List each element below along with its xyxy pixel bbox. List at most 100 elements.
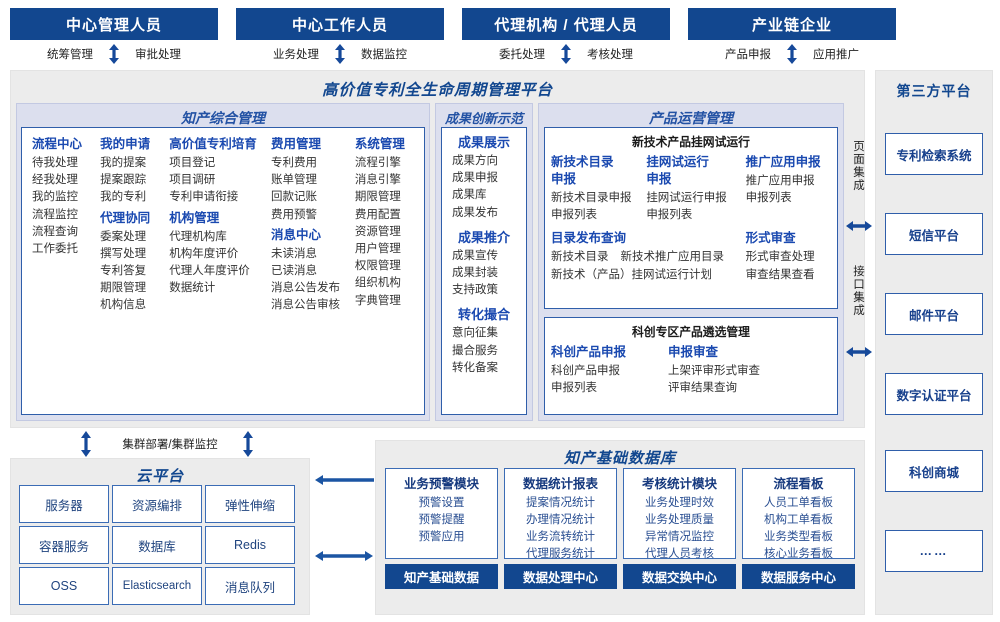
- col-item[interactable]: 科创产品申报: [551, 365, 620, 377]
- third-party-item-3[interactable]: 邮件平台: [885, 293, 983, 335]
- col-item[interactable]: 回款记账: [270, 191, 317, 204]
- col-item[interactable]: 消息公告审核: [270, 299, 340, 312]
- db-module-item[interactable]: 异常情况监控: [645, 531, 714, 543]
- col-item[interactable]: 字典管理: [354, 294, 401, 307]
- col-item[interactable]: 我的监控: [32, 191, 78, 204]
- cloud-cell[interactable]: Redis: [205, 526, 295, 564]
- cloud-cell[interactable]: 弹性伸缩: [205, 485, 295, 523]
- col-item[interactable]: 成果发布: [452, 206, 498, 219]
- col-item[interactable]: 用户管理: [354, 243, 401, 256]
- col-item[interactable]: 委案处理: [100, 230, 147, 243]
- col-item[interactable]: 专利答复: [100, 265, 147, 278]
- col-item[interactable]: 撮合服务: [452, 344, 498, 357]
- third-party-item-5[interactable]: 科创商城: [885, 450, 983, 492]
- role-box-1[interactable]: 中心管理人员: [10, 8, 218, 40]
- cloud-cell[interactable]: Elasticsearch: [112, 567, 202, 605]
- col-item[interactable]: 经我处理: [32, 174, 78, 187]
- col-item[interactable]: 数据统计: [169, 282, 216, 295]
- db-bar-3[interactable]: 数据交换中心: [623, 564, 736, 589]
- col-item[interactable]: 费用预警: [270, 208, 317, 221]
- role-box-3[interactable]: 代理机构 / 代理人员: [462, 8, 670, 40]
- col-item[interactable]: 流程监控: [32, 208, 78, 221]
- col-item[interactable]: 期限管理: [354, 191, 401, 204]
- col-item[interactable]: 提案跟踪: [100, 174, 147, 187]
- col-item[interactable]: 消息公告发布: [270, 282, 340, 295]
- db-module-item[interactable]: 预警应用: [418, 531, 465, 543]
- col-item[interactable]: 项目调研: [169, 174, 216, 187]
- col-item[interactable]: 成果宣传: [452, 249, 498, 262]
- third-party-item-6[interactable]: ……: [885, 530, 983, 572]
- col-item[interactable]: 成果方向: [452, 155, 498, 167]
- col-item[interactable]: 权限管理: [354, 260, 401, 273]
- col-item[interactable]: 推广应用申报: [745, 175, 815, 187]
- col-item[interactable]: 机构信息: [100, 299, 147, 312]
- db-bar-1[interactable]: 知产基础数据: [385, 564, 498, 589]
- cloud-cell[interactable]: 消息队列: [205, 567, 295, 605]
- col-item[interactable]: 待我处理: [32, 157, 78, 169]
- db-module-item[interactable]: 核心业务看板: [764, 548, 833, 560]
- db-module-item[interactable]: 预警提醒: [418, 514, 465, 526]
- col-item[interactable]: 新技术推广应用目录: [620, 251, 725, 264]
- cloud-cell[interactable]: 资源编排: [112, 485, 202, 523]
- db-module-item[interactable]: 业务处理质量: [645, 514, 714, 526]
- col-item[interactable]: 账单管理: [270, 174, 317, 187]
- col-item[interactable]: 成果申报: [452, 172, 498, 185]
- db-module-item[interactable]: 代理人员考核: [645, 548, 714, 560]
- col-item[interactable]: 流程查询: [32, 225, 78, 238]
- col-item[interactable]: 代理人年度评价: [169, 265, 250, 278]
- col-item[interactable]: 期限管理: [100, 282, 147, 295]
- col-item[interactable]: 意向征集: [452, 327, 498, 340]
- col-item[interactable]: 挂网试运行申报: [646, 192, 727, 204]
- col-item[interactable]: 审查结果查看: [745, 268, 815, 281]
- col-item[interactable]: 我的专利: [100, 191, 147, 204]
- cloud-cell[interactable]: 数据库: [112, 526, 202, 564]
- col-item[interactable]: 形式审查处理: [745, 251, 815, 264]
- col-item[interactable]: 消息引擎: [354, 174, 401, 187]
- col-item[interactable]: 我的提案: [100, 157, 147, 169]
- col-item[interactable]: 成果库: [452, 189, 487, 202]
- col-item[interactable]: 资源管理: [354, 225, 401, 238]
- col-item[interactable]: 已读消息: [270, 265, 317, 278]
- third-party-item-1[interactable]: 专利检索系统: [885, 133, 983, 175]
- col-item[interactable]: 成果封装: [452, 267, 498, 280]
- col-item[interactable]: 申报列表: [551, 382, 597, 395]
- col-item[interactable]: 组织机构: [354, 277, 401, 290]
- col-item[interactable]: 未读消息: [270, 247, 317, 260]
- col-item[interactable]: 项目登记: [169, 157, 216, 169]
- col-item[interactable]: 支持政策: [452, 284, 498, 297]
- role-box-2[interactable]: 中心工作人员: [236, 8, 444, 40]
- third-party-item-4[interactable]: 数字认证平台: [885, 373, 983, 415]
- col-item[interactable]: 机构年度评价: [169, 247, 239, 260]
- db-module-item[interactable]: 代理服务统计: [526, 548, 595, 560]
- db-module-item[interactable]: 机构工单看板: [764, 514, 833, 526]
- db-module-item[interactable]: 业务类型看板: [764, 531, 833, 543]
- col-item[interactable]: 评审结果查询: [668, 382, 737, 395]
- col-item[interactable]: 申报列表: [646, 209, 693, 222]
- cloud-cell[interactable]: 服务器: [19, 485, 109, 523]
- col-item[interactable]: 新技术目录: [551, 251, 609, 264]
- col-item[interactable]: 专利费用: [270, 157, 317, 169]
- db-module-item[interactable]: 业务处理时效: [645, 497, 714, 509]
- col-item[interactable]: 新技术（产品）挂网试运行计划: [551, 268, 712, 281]
- col-item[interactable]: 代理机构库: [169, 230, 227, 243]
- col-item[interactable]: 工作委托: [32, 243, 78, 256]
- third-party-item-2[interactable]: 短信平台: [885, 213, 983, 255]
- col-item[interactable]: 流程引擎: [354, 157, 401, 169]
- col-item[interactable]: 转化备案: [452, 361, 498, 374]
- role-box-4[interactable]: 产业链企业: [688, 8, 896, 40]
- col-item[interactable]: 费用配置: [354, 208, 401, 221]
- col-item[interactable]: 申报列表: [745, 192, 792, 205]
- db-module-item[interactable]: 预警设置: [418, 497, 465, 509]
- db-bar-2[interactable]: 数据处理中心: [504, 564, 617, 589]
- db-bar-4[interactable]: 数据服务中心: [742, 564, 855, 589]
- db-module-item[interactable]: 办理情况统计: [526, 514, 595, 526]
- db-module-item[interactable]: 业务流转统计: [526, 531, 595, 543]
- col-item[interactable]: 新技术目录申报: [551, 192, 632, 204]
- db-module-item[interactable]: 人员工单看板: [764, 497, 833, 509]
- col-item[interactable]: 上架评审形式审查: [668, 365, 760, 377]
- col-item[interactable]: 专利申请衔接: [169, 191, 239, 204]
- cloud-cell[interactable]: OSS: [19, 567, 109, 605]
- db-module-item[interactable]: 提案情况统计: [526, 497, 595, 509]
- cloud-cell[interactable]: 容器服务: [19, 526, 109, 564]
- col-item[interactable]: 申报列表: [551, 209, 597, 222]
